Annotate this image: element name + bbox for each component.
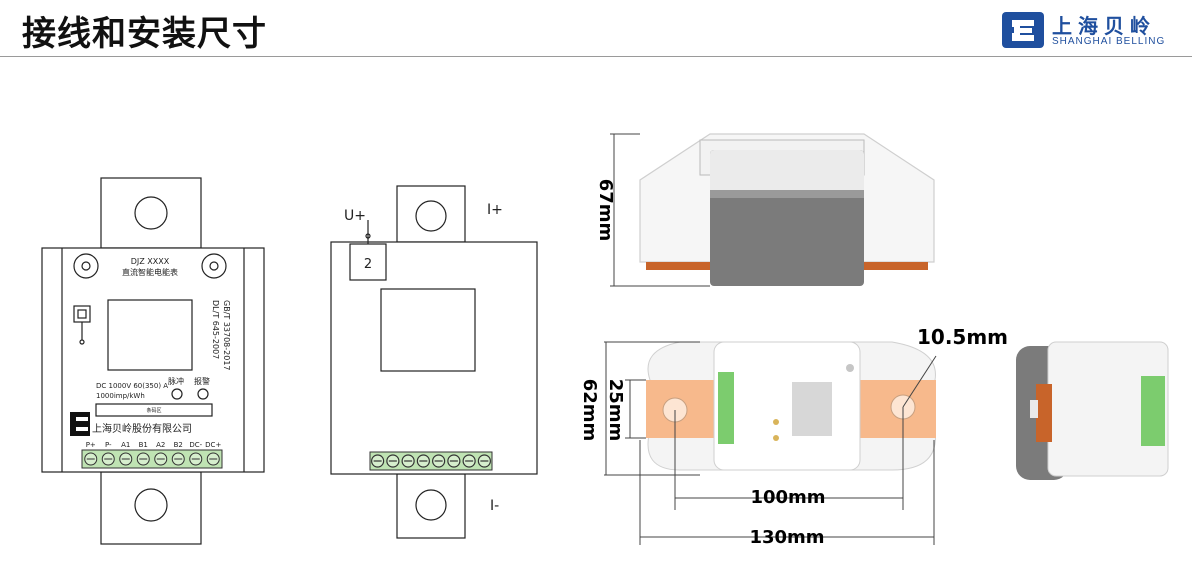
terminal-label: DC- [189, 441, 202, 449]
terminal-label: DC+ [205, 441, 221, 449]
hole-diameter-dimension: 10.5mm [917, 325, 1008, 349]
front-terminals [81, 449, 223, 469]
standard-2-label: DL/T 645-2007 [211, 300, 220, 359]
wiring-top-hole [415, 200, 447, 232]
side-view [610, 133, 935, 287]
width-dimension: 62mm [579, 379, 600, 442]
barcode-label: 条码区 [146, 407, 161, 414]
company-label: 上海贝岭股份有限公司 [92, 422, 192, 435]
mount-hole-left [73, 253, 99, 279]
top-terminal-block [718, 372, 734, 444]
alarm-led [197, 388, 209, 400]
u-plus-label: U+ [344, 208, 366, 224]
terminal-label: P- [105, 441, 112, 449]
brand-name-cn: 上海贝岭 [1052, 14, 1156, 38]
product-name-label: 直流智能电能表 [122, 267, 178, 277]
hole-spacing-dimension: 100mm [750, 487, 825, 508]
total-length-dimension: 130mm [749, 527, 824, 548]
terminal-label: B1 [139, 441, 148, 449]
front-labels: DJZ XXXX 直流智能电能表 GB/T 33708-2017 DL/T 64… [86, 257, 231, 449]
i-plus-label: I+ [487, 202, 503, 218]
end-terminal-block [1141, 376, 1165, 446]
terminal-label: P+ [86, 441, 96, 449]
bottom-lug-hole [134, 488, 168, 522]
barcode-strip [95, 403, 213, 417]
constant-label: 1000imp/kWh [96, 392, 145, 400]
port-number-label: 2 [364, 257, 372, 272]
belling-logo-icon [1002, 12, 1044, 48]
terminal-label: A1 [121, 441, 130, 449]
top-lug-hole [134, 196, 168, 230]
terminal-label: B2 [174, 441, 183, 449]
wiring-bottom-lug [396, 473, 466, 539]
mount-hole-right [201, 253, 227, 279]
top-view [604, 341, 937, 545]
i-minus-label: I- [490, 498, 499, 514]
wiring-display [380, 288, 476, 372]
copper-width-dimension: 25mm [605, 379, 626, 442]
pulse-label: 脉冲 [168, 376, 184, 386]
lcd-display [107, 299, 193, 371]
brand-name-en: SHANGHAI BELLING [1052, 36, 1166, 47]
top-lug [100, 177, 202, 249]
model-label: DJZ XXXX [131, 257, 170, 266]
terminal-label: A2 [156, 441, 165, 449]
wiring-bottom-hole [415, 489, 447, 521]
wiring-body [330, 241, 538, 475]
alarm-label: 报警 [194, 376, 210, 386]
rating-label: DC 1000V 60(350) A [96, 382, 168, 390]
company-logo-icon [70, 412, 90, 436]
height-dimension: 67mm [595, 179, 616, 242]
front-view [41, 177, 265, 545]
wiring-view [330, 185, 538, 539]
wiring-top-lug [396, 185, 466, 243]
header-divider [0, 56, 1192, 57]
bottom-lug [100, 471, 202, 545]
standard-1-label: GB/T 33708-2017 [222, 300, 231, 371]
pulse-led [171, 388, 183, 400]
end-view [1016, 341, 1169, 480]
top-housing [713, 341, 861, 471]
brand-logo: 上海贝岭 SHANGHAI BELLING [1000, 10, 1170, 50]
page-title: 接线和安装尺寸 [22, 14, 267, 54]
top-window [792, 382, 832, 436]
